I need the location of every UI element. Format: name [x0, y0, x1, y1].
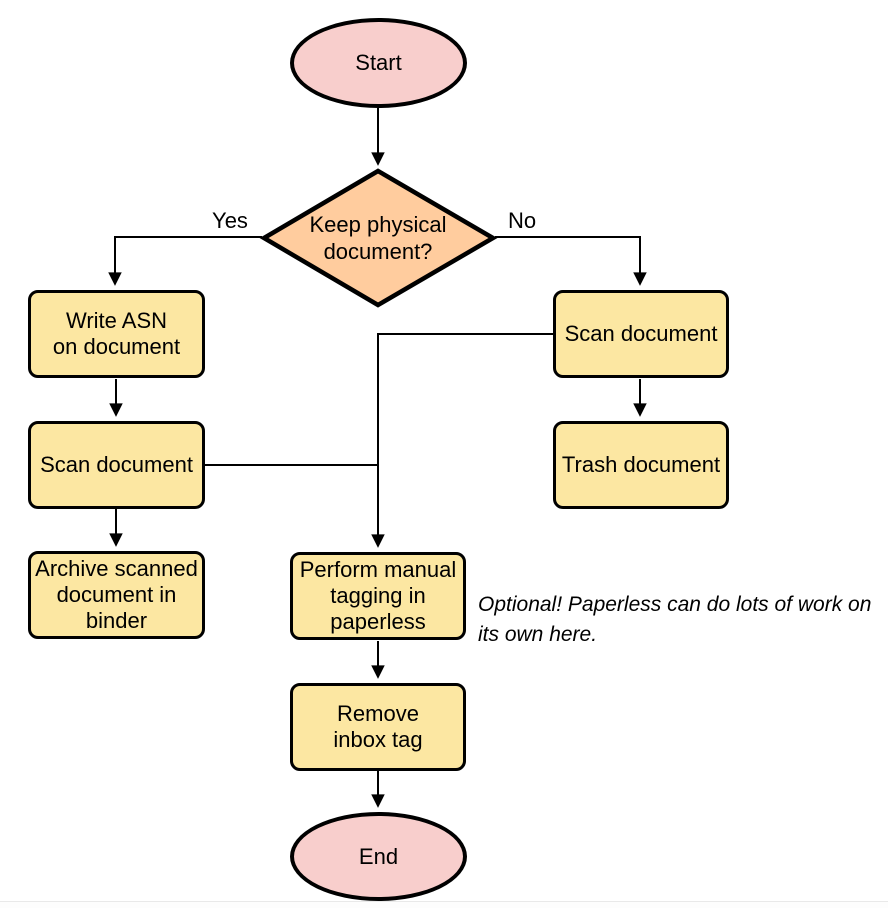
- node-trash-document: Trash document: [553, 421, 729, 509]
- edge-scan-right-to-tagging: [378, 333, 553, 546]
- node-archive-binder: Archive scanned document in binder: [28, 551, 205, 639]
- edge-label-yes: Yes: [212, 208, 248, 233]
- node-start: Start: [290, 18, 467, 108]
- edge-decision-no-to-scan-right: [495, 236, 640, 284]
- node-write-asn: Write ASN on document: [28, 290, 205, 378]
- node-manual-tagging: Perform manual tagging in paperless: [290, 552, 466, 640]
- annotation-optional-note: Optional! Paperless can do lots of work …: [478, 593, 872, 646]
- decision-diamond-shape: [259, 168, 498, 308]
- node-start-label: Start: [355, 50, 402, 75]
- node-end-label: End: [358, 843, 399, 869]
- node-scan-document-right: Scan document: [553, 290, 729, 378]
- edge-decision-yes-to-write-asn: [115, 236, 262, 284]
- edge-label-no: No: [507, 208, 537, 233]
- page-bottom-divider: [0, 901, 888, 908]
- node-end: End: [290, 812, 467, 901]
- node-remove-inbox-tag: Remove inbox tag: [290, 683, 466, 771]
- node-scan-document-left: Scan document: [28, 421, 205, 509]
- node-decision-label: Keep physical document?: [309, 212, 447, 264]
